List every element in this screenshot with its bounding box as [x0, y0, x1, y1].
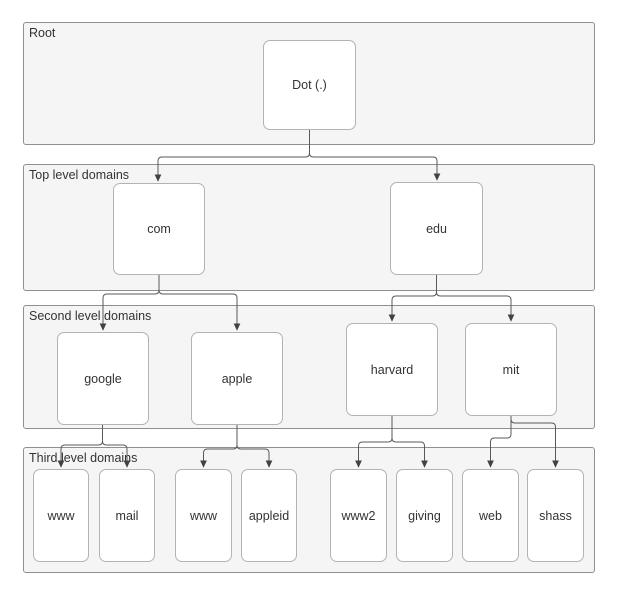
node-com: com — [113, 183, 205, 275]
edge-harvard-giving — [391, 416, 428, 468]
node-apple-label: apple — [221, 371, 253, 386]
edge-apple-www — [200, 425, 238, 468]
node-dot-label: Dot (.) — [292, 78, 327, 92]
edge-apple-appleid — [236, 425, 273, 468]
node-mail: mail — [99, 469, 155, 562]
edge-google-www — [57, 425, 103, 468]
node-www-under-apple-label: www — [189, 508, 218, 523]
node-appleid: appleid — [241, 469, 297, 562]
edge-mit-web — [487, 416, 512, 468]
node-giving: giving — [396, 469, 453, 562]
node-giving-label: giving — [408, 508, 441, 523]
node-mail-label: mail — [115, 508, 139, 523]
edge-dot-com — [154, 130, 310, 182]
node-apple: apple — [191, 332, 283, 425]
edge-dot-edu — [309, 130, 441, 181]
node-web: web — [462, 469, 519, 562]
node-mit: mit — [465, 323, 557, 416]
node-com-label: com — [147, 222, 171, 236]
node-mit-label: mit — [502, 362, 520, 377]
band-top-level-domains-label: Top level domains — [29, 168, 130, 182]
node-www-under-google: www — [33, 469, 89, 562]
band-third-level-domains-label: Third level domains — [29, 451, 138, 465]
edge-harvard-www2 — [355, 416, 393, 468]
node-appleid-label: appleid — [248, 508, 290, 523]
band-root-label: Root — [29, 26, 56, 40]
node-shass-label: shass — [539, 508, 572, 523]
node-www2: www2 — [330, 469, 387, 562]
edge-edu-harvard — [388, 275, 437, 322]
edge-mit-shass — [510, 416, 559, 468]
node-google: google — [57, 332, 149, 425]
node-www-under-google-label: www — [47, 508, 75, 523]
edge-com-apple — [158, 275, 241, 331]
node-www-under-apple: www — [175, 469, 232, 562]
node-www2-label: www2 — [341, 508, 376, 523]
node-edu: edu — [390, 182, 483, 275]
node-edu-label: edu — [426, 221, 447, 236]
node-harvard: harvard — [346, 323, 438, 416]
edge-edu-mit — [436, 275, 515, 322]
node-web-label: web — [479, 508, 502, 523]
node-google-label: google — [84, 371, 122, 386]
node-dot: Dot (.) — [263, 40, 356, 130]
node-shass: shass — [527, 469, 584, 562]
band-second-level-domains-label: Second level domains — [29, 309, 152, 323]
node-harvard-label: harvard — [370, 362, 414, 377]
edge-com-google — [99, 275, 160, 331]
edge-google-mail — [102, 425, 131, 468]
